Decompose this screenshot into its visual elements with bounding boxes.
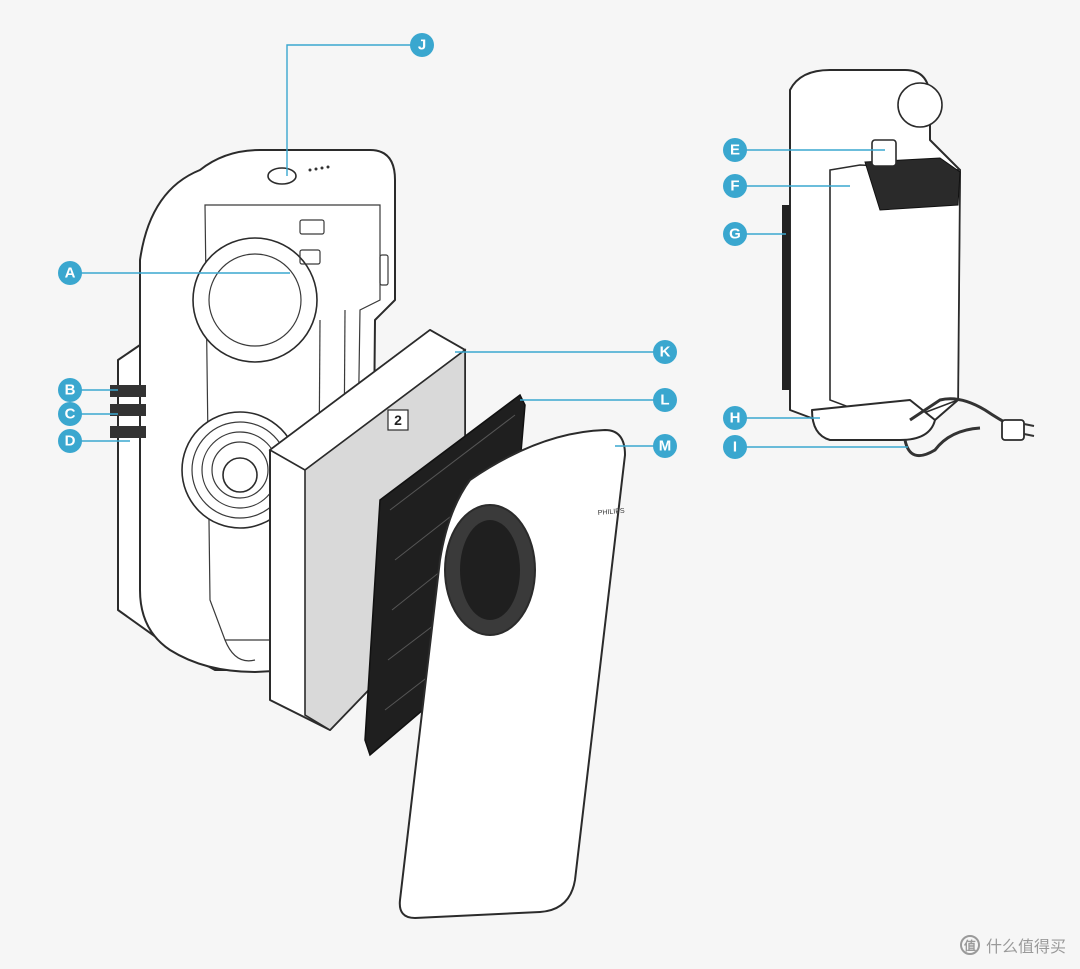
callout-e-label: E [730, 142, 740, 159]
side-vents [110, 385, 146, 438]
leader-lines [70, 44, 908, 448]
power-plug [1001, 419, 1025, 441]
watermark-icon: 值 [959, 935, 980, 955]
filter-number-label: 2 [394, 412, 402, 428]
callout-h: H [723, 406, 747, 430]
callout-l-label: L [660, 392, 669, 409]
callout-d-label: D [65, 433, 76, 450]
callout-f-label: F [730, 178, 739, 195]
callout-b: B [58, 378, 82, 402]
callout-e: E [723, 138, 747, 162]
callout-j: J [410, 33, 434, 57]
callout-g: G [723, 222, 747, 246]
side-slot [782, 205, 790, 390]
watermark: 值 什么值得买 [959, 933, 1066, 957]
callout-c: C [58, 402, 82, 426]
callout-b-label: B [65, 382, 76, 399]
front-cover: PHILIPS [398, 429, 626, 919]
watermark-text: 什么值得买 [985, 937, 1066, 956]
callout-d: D [58, 429, 82, 453]
callout-a: A [58, 261, 82, 285]
callout-g-label: G [729, 226, 741, 243]
callout-i-label: I [733, 439, 737, 456]
callout-l: L [653, 388, 677, 412]
brand-text: PHILIPS [598, 508, 626, 517]
callout-m: M [653, 434, 677, 458]
callout-c-label: C [65, 406, 76, 423]
callout-m-label: M [659, 438, 672, 455]
callout-i: I [723, 435, 747, 459]
callout-j-label: J [418, 37, 426, 54]
power-cord [909, 397, 1011, 427]
callout-k-label: K [660, 344, 671, 361]
assembled-purifier [782, 69, 1035, 458]
callout-f: F [723, 174, 747, 198]
callout-k: K [653, 340, 677, 364]
handle [871, 139, 897, 167]
top-button [267, 167, 297, 185]
callout-h-label: H [730, 410, 741, 427]
outlet-ring [192, 237, 318, 363]
callout-a-label: A [65, 265, 76, 282]
